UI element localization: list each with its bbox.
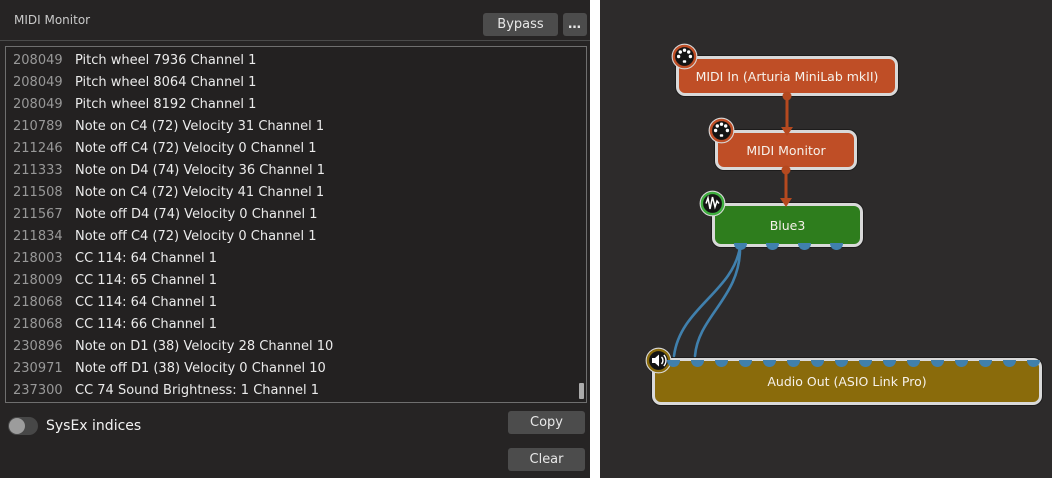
node-label: MIDI In (Arturia MiniLab mkII) bbox=[695, 68, 879, 84]
sysex-indices-toggle[interactable] bbox=[8, 417, 38, 435]
audio-port[interactable] bbox=[765, 243, 779, 250]
scrollbar-thumb[interactable] bbox=[579, 383, 584, 399]
audio-port[interactable] bbox=[810, 360, 824, 367]
log-message: CC 74 Sound Brightness: 1 Channel 1 bbox=[75, 383, 319, 398]
log-row[interactable]: 211567 Note off D4 (74) Velocity 0 Chann… bbox=[6, 204, 586, 226]
log-timestamp: 218003 bbox=[13, 251, 63, 266]
log-timestamp: 218009 bbox=[13, 273, 63, 288]
more-options-button[interactable]: … bbox=[563, 13, 587, 36]
log-row[interactable]: 210789 Note on C4 (72) Velocity 31 Chann… bbox=[6, 116, 586, 138]
log-message: CC 114: 64 Channel 1 bbox=[75, 251, 218, 266]
log-message: CC 114: 65 Channel 1 bbox=[75, 273, 218, 288]
audio-port[interactable] bbox=[666, 360, 680, 367]
log-row[interactable]: 211333 Note on D4 (74) Velocity 36 Chann… bbox=[6, 160, 586, 182]
log-timestamp: 237300 bbox=[13, 383, 63, 398]
panel-divider[interactable] bbox=[590, 0, 600, 478]
audio-port[interactable] bbox=[834, 360, 848, 367]
copy-button[interactable]: Copy bbox=[508, 411, 585, 434]
log-message: Pitch wheel 8064 Channel 1 bbox=[75, 75, 257, 90]
log-row[interactable]: 211834 Note off C4 (72) Velocity 0 Chann… bbox=[6, 226, 586, 248]
log-row[interactable]: 218068 CC 114: 66 Channel 1 bbox=[6, 314, 586, 336]
audio-cable-left[interactable] bbox=[672, 245, 742, 358]
audio-port[interactable] bbox=[733, 243, 747, 250]
log-message: Note on C4 (72) Velocity 41 Channel 1 bbox=[75, 185, 325, 200]
midi-din-icon bbox=[671, 43, 698, 70]
log-message: CC 114: 64 Channel 1 bbox=[75, 295, 218, 310]
log-message: Pitch wheel 8192 Channel 1 bbox=[75, 97, 257, 112]
audio-port[interactable] bbox=[1002, 360, 1016, 367]
audio-port[interactable] bbox=[882, 360, 896, 367]
node-blue3[interactable]: Blue3 bbox=[699, 190, 863, 247]
log-row[interactable]: 230971 Note off D1 (38) Velocity 0 Chann… bbox=[6, 358, 586, 380]
log-row[interactable]: 218009 CC 114: 65 Channel 1 bbox=[6, 270, 586, 292]
log-row[interactable]: 208049 Pitch wheel 8192 Channel 1 bbox=[6, 94, 586, 116]
midi-monitor-panel: MIDI Monitor Bypass … 208049 Pitch wheel… bbox=[0, 0, 590, 478]
log-row[interactable]: 218003 CC 114: 64 Channel 1 bbox=[6, 248, 586, 270]
log-row[interactable]: 211508 Note on C4 (72) Velocity 41 Chann… bbox=[6, 182, 586, 204]
log-row[interactable]: 208049 Pitch wheel 7936 Channel 1 bbox=[6, 50, 586, 72]
sysex-indices-label: SysEx indices bbox=[46, 418, 142, 434]
log-row[interactable]: 237300 CC 74 Sound Brightness: 1 Channel… bbox=[6, 380, 586, 402]
log-message: Note on D1 (38) Velocity 28 Channel 10 bbox=[75, 339, 334, 354]
log-row[interactable]: 218068 CC 114: 64 Channel 1 bbox=[6, 292, 586, 314]
log-timestamp: 218068 bbox=[13, 317, 63, 332]
log-message: Note off C4 (72) Velocity 0 Channel 1 bbox=[75, 141, 317, 156]
midi-event-log[interactable]: 208049 Pitch wheel 7936 Channel 1 208049… bbox=[5, 46, 587, 403]
log-message: Note on C4 (72) Velocity 31 Channel 1 bbox=[75, 119, 325, 134]
log-message: CC 114: 66 Channel 1 bbox=[75, 317, 218, 332]
log-timestamp: 210789 bbox=[13, 119, 63, 134]
audio-port[interactable] bbox=[714, 360, 728, 367]
log-timestamp: 208049 bbox=[13, 97, 63, 112]
log-timestamp: 208049 bbox=[13, 53, 63, 68]
log-message: Pitch wheel 7936 Channel 1 bbox=[75, 53, 257, 68]
midi-din-icon bbox=[708, 117, 735, 144]
waveform-icon bbox=[699, 190, 726, 217]
audio-port[interactable] bbox=[906, 360, 920, 367]
node-midi-in[interactable]: MIDI In (Arturia MiniLab mkII) bbox=[671, 43, 898, 96]
panel-title: MIDI Monitor bbox=[14, 13, 91, 27]
log-timestamp: 211567 bbox=[13, 207, 63, 222]
audio-port[interactable] bbox=[829, 243, 843, 250]
log-timestamp: 218068 bbox=[13, 295, 63, 310]
log-row[interactable]: 230896 Note on D1 (38) Velocity 28 Chann… bbox=[6, 336, 586, 358]
log-timestamp: 208049 bbox=[13, 75, 63, 90]
log-message: Note on D4 (74) Velocity 36 Channel 1 bbox=[75, 163, 326, 178]
panel-header: MIDI Monitor Bypass … bbox=[0, 0, 590, 41]
audio-port[interactable] bbox=[738, 360, 752, 367]
audio-port[interactable] bbox=[797, 243, 811, 250]
audio-port[interactable] bbox=[786, 360, 800, 367]
log-row[interactable]: 208049 Pitch wheel 8064 Channel 1 bbox=[6, 72, 586, 94]
toggle-knob bbox=[9, 418, 25, 434]
node-label: MIDI Monitor bbox=[746, 142, 826, 158]
bypass-button[interactable]: Bypass bbox=[483, 13, 558, 36]
log-timestamp: 211246 bbox=[13, 141, 63, 156]
log-timestamp: 211508 bbox=[13, 185, 63, 200]
midi-route-2[interactable] bbox=[780, 165, 792, 208]
audio-port[interactable] bbox=[1026, 360, 1040, 367]
log-rows: 208049 Pitch wheel 7936 Channel 1 208049… bbox=[6, 47, 586, 402]
audio-port[interactable] bbox=[954, 360, 968, 367]
routing-graph[interactable]: MIDI In (Arturia MiniLab mkII) MIDI Moni… bbox=[600, 0, 1052, 478]
audio-port[interactable] bbox=[762, 360, 776, 367]
audio-cable-right[interactable] bbox=[693, 245, 742, 358]
log-message: Note off D4 (74) Velocity 0 Channel 1 bbox=[75, 207, 318, 222]
log-timestamp: 230971 bbox=[13, 361, 63, 376]
node-label: Blue3 bbox=[769, 217, 806, 233]
node-label: Audio Out (ASIO Link Pro) bbox=[767, 374, 927, 389]
log-timestamp: 230896 bbox=[13, 339, 63, 354]
audio-port[interactable] bbox=[930, 360, 944, 367]
node-midi-monitor[interactable]: MIDI Monitor bbox=[708, 117, 857, 170]
log-message: Note off D1 (38) Velocity 0 Channel 10 bbox=[75, 361, 326, 376]
log-timestamp: 211834 bbox=[13, 229, 63, 244]
clear-button[interactable]: Clear bbox=[508, 448, 585, 471]
audio-port[interactable] bbox=[978, 360, 992, 367]
log-timestamp: 211333 bbox=[13, 163, 63, 178]
audio-port[interactable] bbox=[858, 360, 872, 367]
log-row[interactable]: 211246 Note off C4 (72) Velocity 0 Chann… bbox=[6, 138, 586, 160]
log-message: Note off C4 (72) Velocity 0 Channel 1 bbox=[75, 229, 317, 244]
audio-port[interactable] bbox=[690, 360, 704, 367]
